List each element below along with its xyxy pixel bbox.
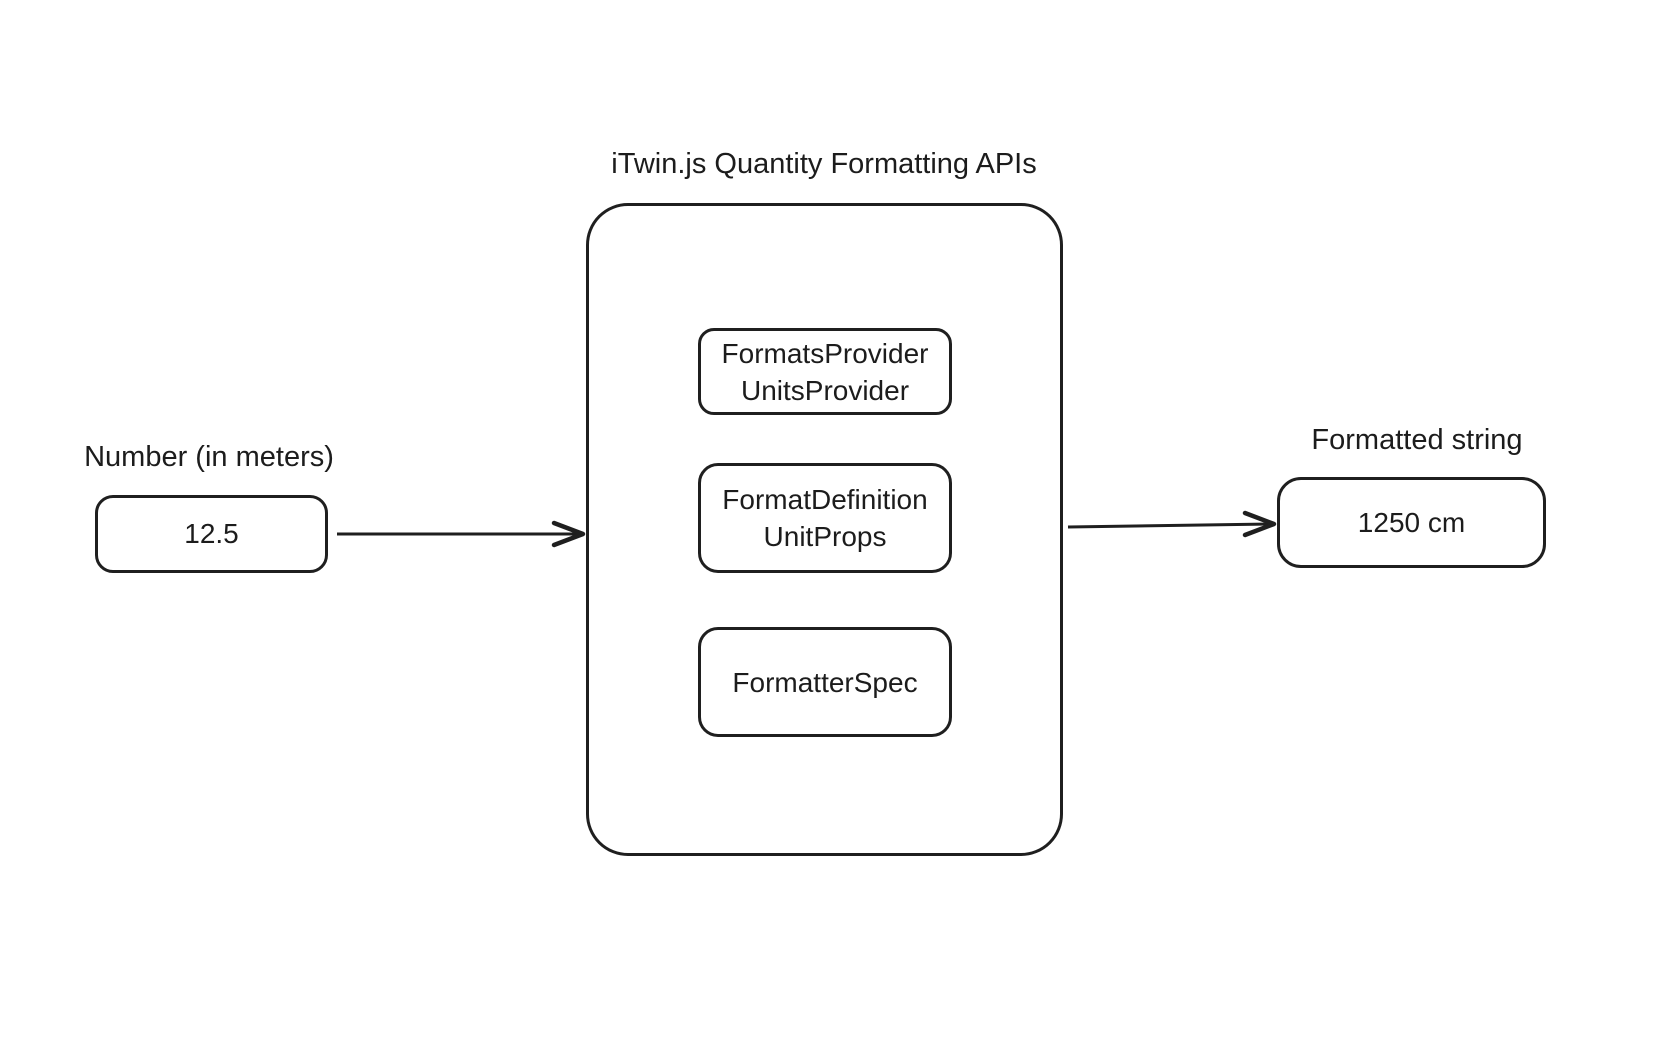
input-value-box: 12.5 xyxy=(95,495,328,573)
api-box-line: UnitsProvider xyxy=(740,374,910,406)
api-box-line: FormatDefinition xyxy=(722,484,928,515)
api-box-line: FormatsProvider xyxy=(721,337,929,369)
api-box-formatter-spec: FormatterSpec xyxy=(698,627,952,737)
api-box-line: UnitProps xyxy=(763,521,887,552)
diagram-title: iTwin.js Quantity Formatting APIs xyxy=(611,148,1037,180)
output-value-box: 1250 cm xyxy=(1277,477,1546,568)
output-value: 1250 cm xyxy=(1357,506,1466,538)
api-box-formats-provider: FormatsProvider UnitsProvider xyxy=(698,328,952,415)
api-box-format-definition: FormatDefinition UnitProps xyxy=(698,463,952,573)
api-box-line: FormatterSpec xyxy=(732,666,918,698)
input-label: Number (in meters) xyxy=(84,441,334,473)
output-label: Formatted string xyxy=(1311,424,1523,456)
arrow-input-to-api xyxy=(337,520,586,548)
arrow-api-to-output xyxy=(1067,510,1277,538)
input-value: 12.5 xyxy=(184,518,239,549)
